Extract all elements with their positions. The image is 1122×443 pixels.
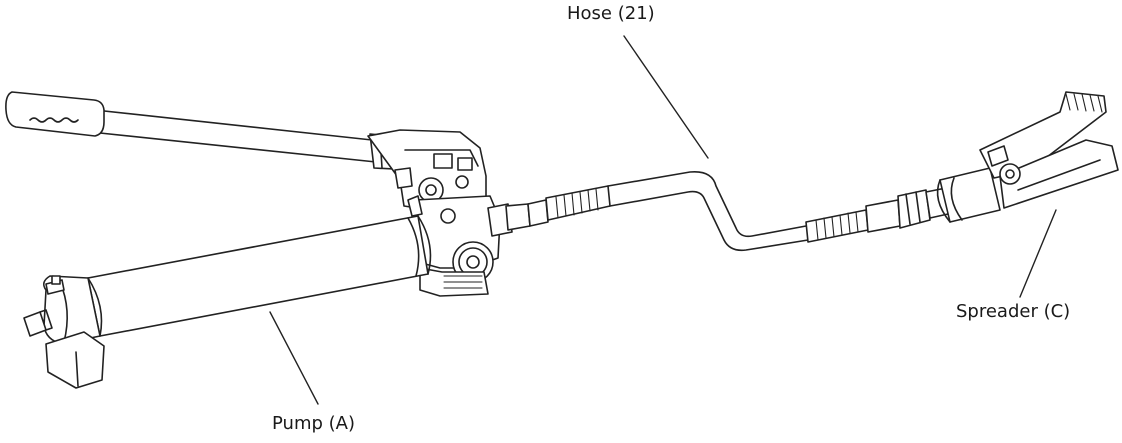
hose-assembly: [505, 170, 949, 252]
pump-reservoir: [23, 215, 432, 389]
spreader-label: Spreader (C): [956, 301, 1071, 322]
hose-label: Hose (21): [567, 3, 655, 24]
spreader-leader: [1019, 209, 1057, 298]
hose-leader: [623, 35, 709, 159]
pump-leader: [269, 311, 319, 405]
pump-label: Pump (A): [272, 413, 355, 434]
pump-handle: [5, 91, 415, 171]
leader-lines: [269, 35, 1057, 405]
spreader-tool: [936, 91, 1119, 223]
pump-head: [367, 129, 513, 297]
